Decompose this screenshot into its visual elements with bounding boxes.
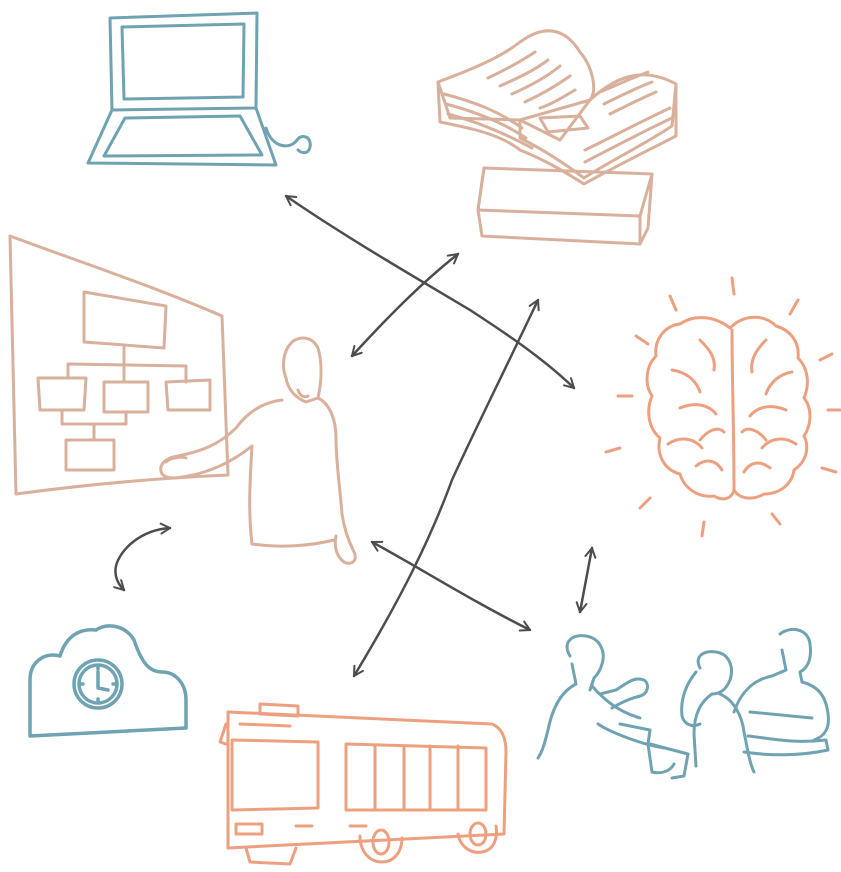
bus-icon: [218, 702, 508, 866]
group-meeting-icon: [536, 627, 830, 780]
connection-arrows: [113, 194, 597, 678]
open-book-icon: [436, 29, 678, 246]
arrow-laptop-brain: [284, 194, 576, 390]
arrow-presenter-meeting: [370, 540, 532, 632]
brain-rays-icon: [604, 276, 841, 538]
arrow-brain-meeting: [575, 546, 597, 614]
arrow-presenter-cloud: [113, 522, 172, 592]
arrow-books-presenter: [350, 252, 460, 358]
brain-icon: [645, 315, 812, 501]
laptop-icon: [86, 11, 312, 167]
cloud-clock-icon: [28, 624, 188, 738]
presenter-at-whiteboard-icon: [8, 234, 357, 565]
